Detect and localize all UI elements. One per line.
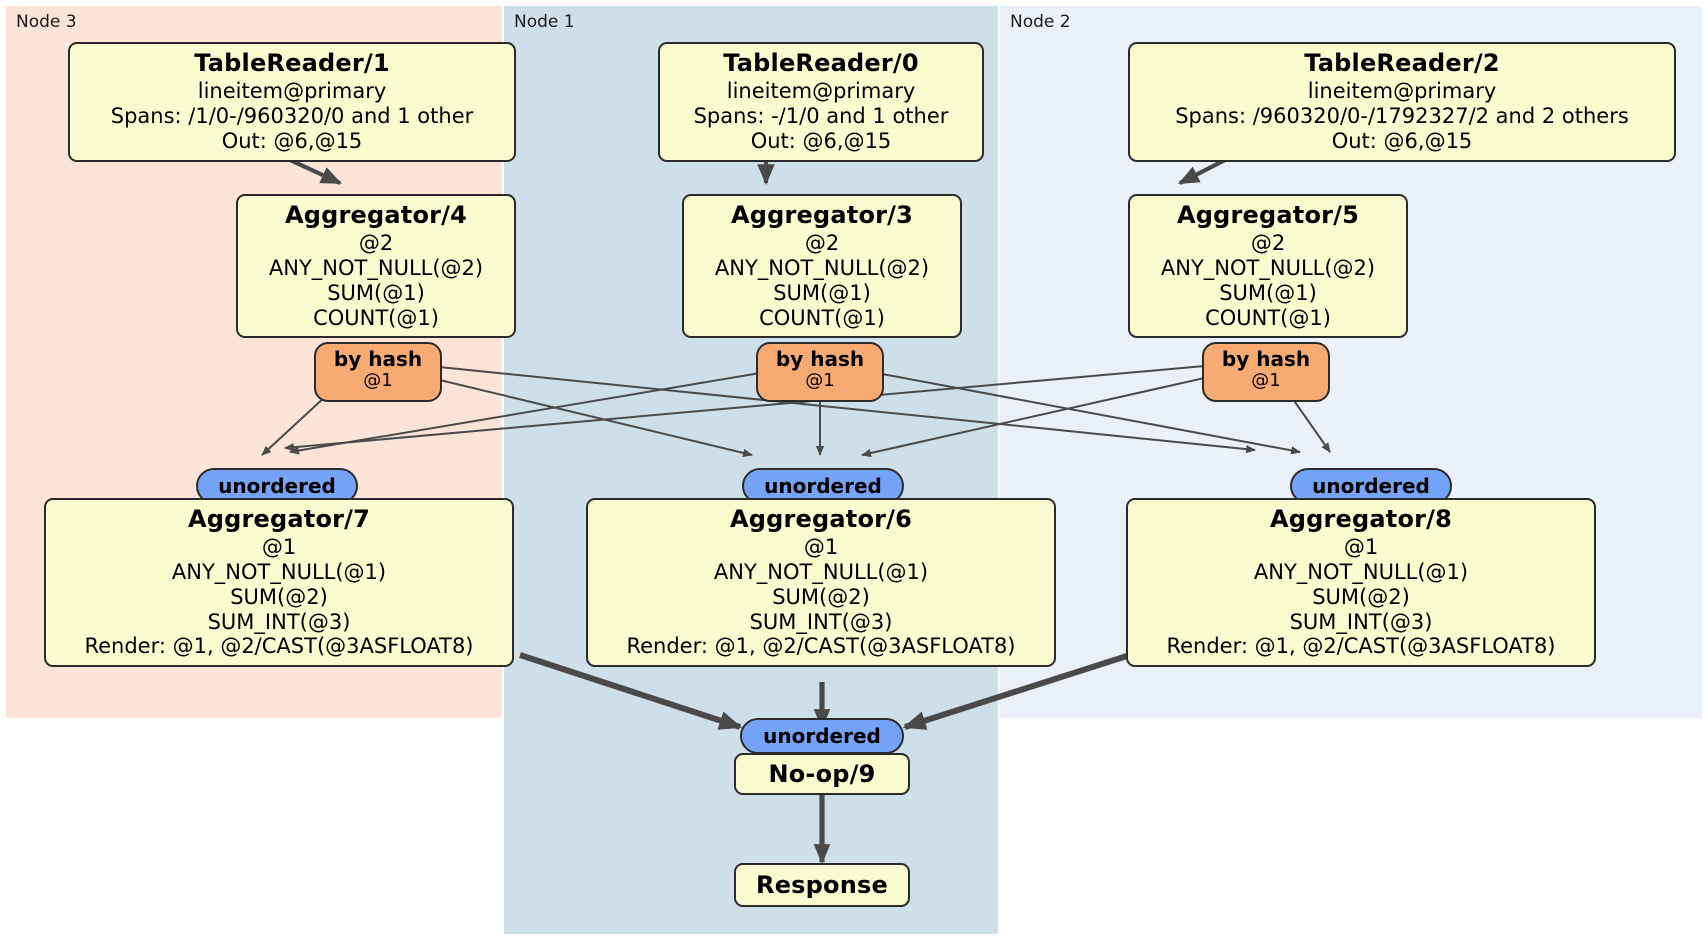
processor-detail-line: @2: [358, 230, 394, 255]
processor-aggregator-6[interactable]: Aggregator/6 @1 ANY_NOT_NULL(@1) SUM(@2)…: [586, 498, 1056, 668]
processor-detail-line: ANY_NOT_NULL(@2): [1160, 255, 1376, 280]
processor-title: TableReader/1: [194, 49, 390, 77]
processor-detail-line: Render: @1, @2/CAST(@3ASFLOAT8): [84, 634, 474, 659]
processor-detail-line: Spans: /1/0-/960320/0 and 1 other: [110, 103, 474, 128]
node-panel-label-node2: Node 2: [1010, 12, 1071, 32]
processor-title: TableReader/0: [723, 49, 919, 77]
hash-router-column: @1: [363, 369, 393, 391]
processor-detail-line: Render: @1, @2/CAST(@3ASFLOAT8): [1166, 634, 1556, 659]
processor-aggregator-7[interactable]: Aggregator/7 @1 ANY_NOT_NULL(@1) SUM(@2)…: [44, 498, 514, 668]
unordered-synchronizer-final[interactable]: unordered: [740, 718, 904, 754]
hash-router-left[interactable]: by hash @1: [314, 342, 442, 402]
processor-detail-line: SUM(@2): [772, 584, 870, 609]
processor-detail-line: SUM(@2): [1312, 584, 1410, 609]
processor-detail-line: SUM_INT(@3): [1289, 609, 1433, 634]
hash-router-center[interactable]: by hash @1: [756, 342, 884, 402]
processor-aggregator-3[interactable]: Aggregator/3 @2 ANY_NOT_NULL(@2) SUM(@1)…: [682, 194, 962, 339]
processor-table-reader-2[interactable]: TableReader/2 lineitem@primary Spans: /9…: [1128, 42, 1676, 162]
processor-aggregator-4[interactable]: Aggregator/4 @2 ANY_NOT_NULL(@2) SUM(@1)…: [236, 194, 516, 339]
processor-detail-line: ANY_NOT_NULL(@1): [1253, 559, 1469, 584]
processor-title: Aggregator/3: [730, 201, 914, 229]
processor-title: Aggregator/8: [1269, 505, 1453, 533]
processor-detail-line: SUM_INT(@3): [207, 609, 351, 634]
hash-router-right[interactable]: by hash @1: [1202, 342, 1330, 402]
processor-detail-line: SUM(@2): [230, 584, 328, 609]
node-panel-label-node3: Node 3: [16, 12, 77, 32]
processor-detail-line: ANY_NOT_NULL(@2): [714, 255, 930, 280]
hash-router-label: by hash: [333, 347, 423, 371]
processor-detail-line: Spans: /960320/0-/1792327/2 and 2 others: [1175, 103, 1629, 128]
synchronizer-label: unordered: [218, 473, 336, 498]
processor-title: Response: [756, 870, 888, 899]
processor-detail-line: COUNT(@1): [1205, 305, 1331, 330]
processor-detail-line: SUM_INT(@3): [749, 609, 893, 634]
processor-detail-line: @2: [1250, 230, 1286, 255]
processor-detail-line: Out: @6,@15: [750, 128, 892, 153]
synchronizer-label: unordered: [1312, 473, 1430, 498]
processor-title: Aggregator/4: [284, 201, 468, 229]
processor-detail-line: lineitem@primary: [1307, 78, 1497, 103]
processor-table-reader-0[interactable]: TableReader/0 lineitem@primary Spans: -/…: [658, 42, 984, 162]
processor-detail-line: Render: @1, @2/CAST(@3ASFLOAT8): [626, 634, 1016, 659]
processor-detail-line: COUNT(@1): [759, 305, 885, 330]
processor-detail-line: SUM(@1): [1219, 280, 1317, 305]
processor-detail-line: SUM(@1): [773, 280, 871, 305]
processor-aggregator-5[interactable]: Aggregator/5 @2 ANY_NOT_NULL(@2) SUM(@1)…: [1128, 194, 1408, 339]
hash-router-column: @1: [1251, 369, 1281, 391]
processor-detail-line: ANY_NOT_NULL(@2): [268, 255, 484, 280]
processor-response[interactable]: Response: [734, 863, 910, 907]
processor-detail-line: Out: @6,@15: [1331, 128, 1473, 153]
processor-noop-9[interactable]: No-op/9: [734, 753, 910, 795]
processor-table-reader-1[interactable]: TableReader/1 lineitem@primary Spans: /1…: [68, 42, 516, 162]
processor-title: Aggregator/6: [729, 505, 913, 533]
hash-router-column: @1: [805, 369, 835, 391]
processor-detail-line: ANY_NOT_NULL(@1): [171, 559, 387, 584]
processor-detail-line: @1: [803, 534, 839, 559]
processor-title: Aggregator/7: [187, 505, 371, 533]
processor-detail-line: @2: [804, 230, 840, 255]
processor-detail-line: Out: @6,@15: [221, 128, 363, 153]
hash-router-label: by hash: [1221, 347, 1311, 371]
processor-title: TableReader/2: [1304, 49, 1500, 77]
processor-title: No-op/9: [768, 759, 876, 788]
processor-detail-line: Spans: -/1/0 and 1 other: [693, 103, 949, 128]
processor-detail-line: COUNT(@1): [313, 305, 439, 330]
synchronizer-label: unordered: [763, 723, 881, 748]
processor-aggregator-8[interactable]: Aggregator/8 @1 ANY_NOT_NULL(@1) SUM(@2)…: [1126, 498, 1596, 668]
processor-detail-line: ANY_NOT_NULL(@1): [713, 559, 929, 584]
processor-detail-line: lineitem@primary: [197, 78, 387, 103]
processor-detail-line: @1: [1343, 534, 1379, 559]
node-panel-label-node1: Node 1: [514, 12, 575, 32]
hash-router-label: by hash: [775, 347, 865, 371]
processor-detail-line: SUM(@1): [327, 280, 425, 305]
synchronizer-label: unordered: [764, 473, 882, 498]
processor-detail-line: lineitem@primary: [726, 78, 916, 103]
processor-detail-line: @1: [261, 534, 297, 559]
processor-title: Aggregator/5: [1176, 201, 1360, 229]
